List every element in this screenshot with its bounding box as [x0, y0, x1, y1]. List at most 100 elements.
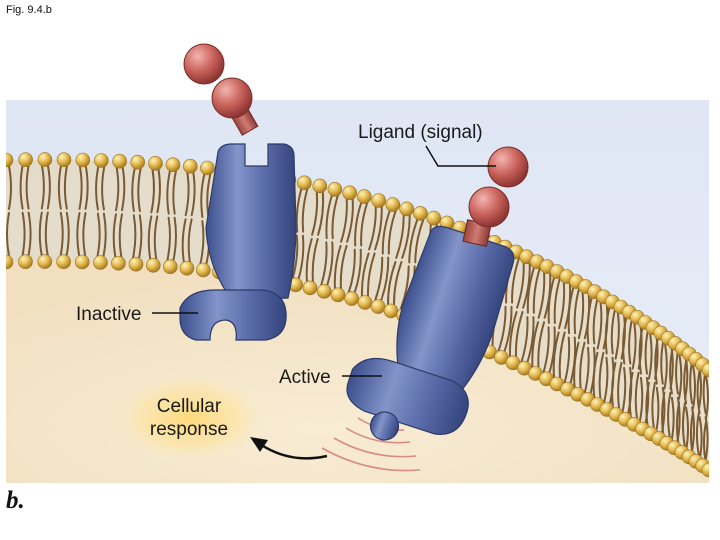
phospholipid-tail — [710, 422, 712, 464]
phospholipid-tail — [366, 252, 376, 298]
phospholipid-tail — [678, 353, 683, 400]
phospholipid-tail — [153, 215, 159, 261]
phospholipid-head — [327, 182, 343, 197]
phospholipid-tail — [548, 326, 556, 374]
phospholipid-tail — [131, 167, 136, 213]
phospholipid-tail — [374, 205, 383, 251]
phospholipid-head — [383, 303, 399, 319]
phospholipid-tail — [511, 256, 521, 304]
phospholipid-tail — [577, 291, 585, 340]
membrane-core — [6, 159, 709, 471]
phospholipid-head — [130, 154, 145, 170]
phospholipid-tail — [63, 164, 68, 210]
phospholipid-tail — [354, 201, 363, 247]
phospholipid-tail — [184, 171, 190, 217]
phospholipid-head — [357, 295, 373, 310]
inactive-receptor — [179, 143, 297, 341]
phospholipid-tail — [381, 209, 391, 255]
phospholipid-tail — [683, 359, 688, 405]
phospholipid-head — [37, 254, 53, 269]
cellular-response-label-line1: Cellular — [157, 396, 222, 417]
phospholipid-tail — [291, 234, 299, 280]
phospholipid-tail — [586, 296, 593, 345]
phospholipid-head — [179, 260, 195, 276]
phospholipid-tail — [634, 371, 640, 420]
phospholipid-tail — [200, 173, 206, 218]
phospholipid-tail — [82, 212, 87, 257]
phospholipid-tail — [667, 391, 672, 439]
phospholipid-tail — [156, 168, 161, 214]
phospholipid-tail — [681, 401, 687, 448]
phospholipid-tail — [380, 256, 390, 302]
phospholipid-tail — [76, 212, 81, 257]
phospholipid-tail — [305, 238, 313, 283]
phospholipid-tail — [181, 218, 187, 264]
phospholipid-tail — [78, 165, 83, 210]
phospholipid-tail — [8, 165, 12, 210]
phospholipid-tail — [617, 361, 623, 410]
phospholipid-tail — [325, 194, 333, 240]
phospholipid-tail — [414, 218, 425, 264]
phospholipid-tail — [563, 336, 571, 385]
phospholipid-tail — [596, 301, 603, 350]
phospholipid-tail — [333, 244, 342, 290]
phospholipid-tail — [648, 332, 653, 380]
phospholipid-tail — [508, 310, 518, 358]
inactive-label: Inactive — [76, 304, 141, 325]
phospholipid-tail — [46, 164, 51, 210]
phospholipid-tail — [705, 375, 709, 419]
phospholipid-tail — [6, 212, 10, 257]
phospholipid-head — [56, 254, 71, 270]
phospholipid-tail — [602, 356, 609, 405]
phospholipid-tail — [387, 209, 397, 255]
active-label: Active — [279, 367, 331, 388]
phospholipid-tail — [317, 190, 325, 236]
phospholipid-head — [18, 254, 33, 270]
phospholipid-tail — [654, 337, 659, 385]
phospholipid-tail — [326, 241, 334, 287]
phospholipid-tail — [631, 322, 637, 370]
phospholipid-tail — [360, 252, 370, 298]
phospholipid-tail — [199, 220, 205, 265]
phospholipid-tail — [25, 164, 30, 210]
phospholipid-tail — [59, 211, 64, 257]
figure-tag: Fig. 9.4.b — [6, 4, 52, 16]
phospholipid-tail — [627, 366, 633, 415]
phospholipid-tail — [547, 276, 556, 324]
ligand-leader — [425, 145, 496, 167]
phospholipid-tail — [65, 211, 70, 257]
phospholipid-tail — [38, 211, 43, 257]
phospholipid-tail — [40, 164, 45, 210]
cellular-response-label-line2: response — [150, 419, 228, 440]
ligand-label: Ligand (signal) — [358, 122, 483, 143]
phospholipid-tail — [21, 211, 26, 257]
phospholipid-head — [93, 255, 108, 270]
phospholipid-tail — [704, 416, 709, 461]
phospholipid-tail — [374, 256, 384, 302]
phospholipid-tail — [638, 376, 644, 425]
phospholipid-tail — [514, 310, 524, 358]
phospholipid-tail — [537, 321, 546, 369]
phospholipid-tail — [118, 213, 123, 259]
phospholipid-head — [6, 152, 14, 168]
phospholipid-head — [37, 152, 53, 167]
phospholipid-tail — [187, 218, 193, 264]
phospholipid-tail — [311, 238, 319, 283]
phospholipid-tail — [346, 197, 354, 243]
phospholipid-head — [371, 193, 387, 208]
phospholipid-head — [701, 462, 709, 478]
phospholipid-tail — [166, 216, 171, 262]
phospholipid-tail — [150, 168, 155, 214]
phospholipid-tail — [19, 164, 24, 210]
phospholipid-head — [196, 262, 211, 278]
phospholipid-head — [6, 254, 14, 270]
phospholipid-head — [370, 299, 386, 314]
phospholipid-tail — [147, 215, 153, 261]
phospholipid-tail — [610, 306, 617, 355]
phospholipid-tail — [655, 386, 660, 434]
phospholipid-tail — [558, 281, 566, 330]
phospholipid-tail — [614, 312, 620, 360]
phospholipid-head — [18, 152, 33, 167]
phospholipid-tail — [573, 341, 580, 390]
